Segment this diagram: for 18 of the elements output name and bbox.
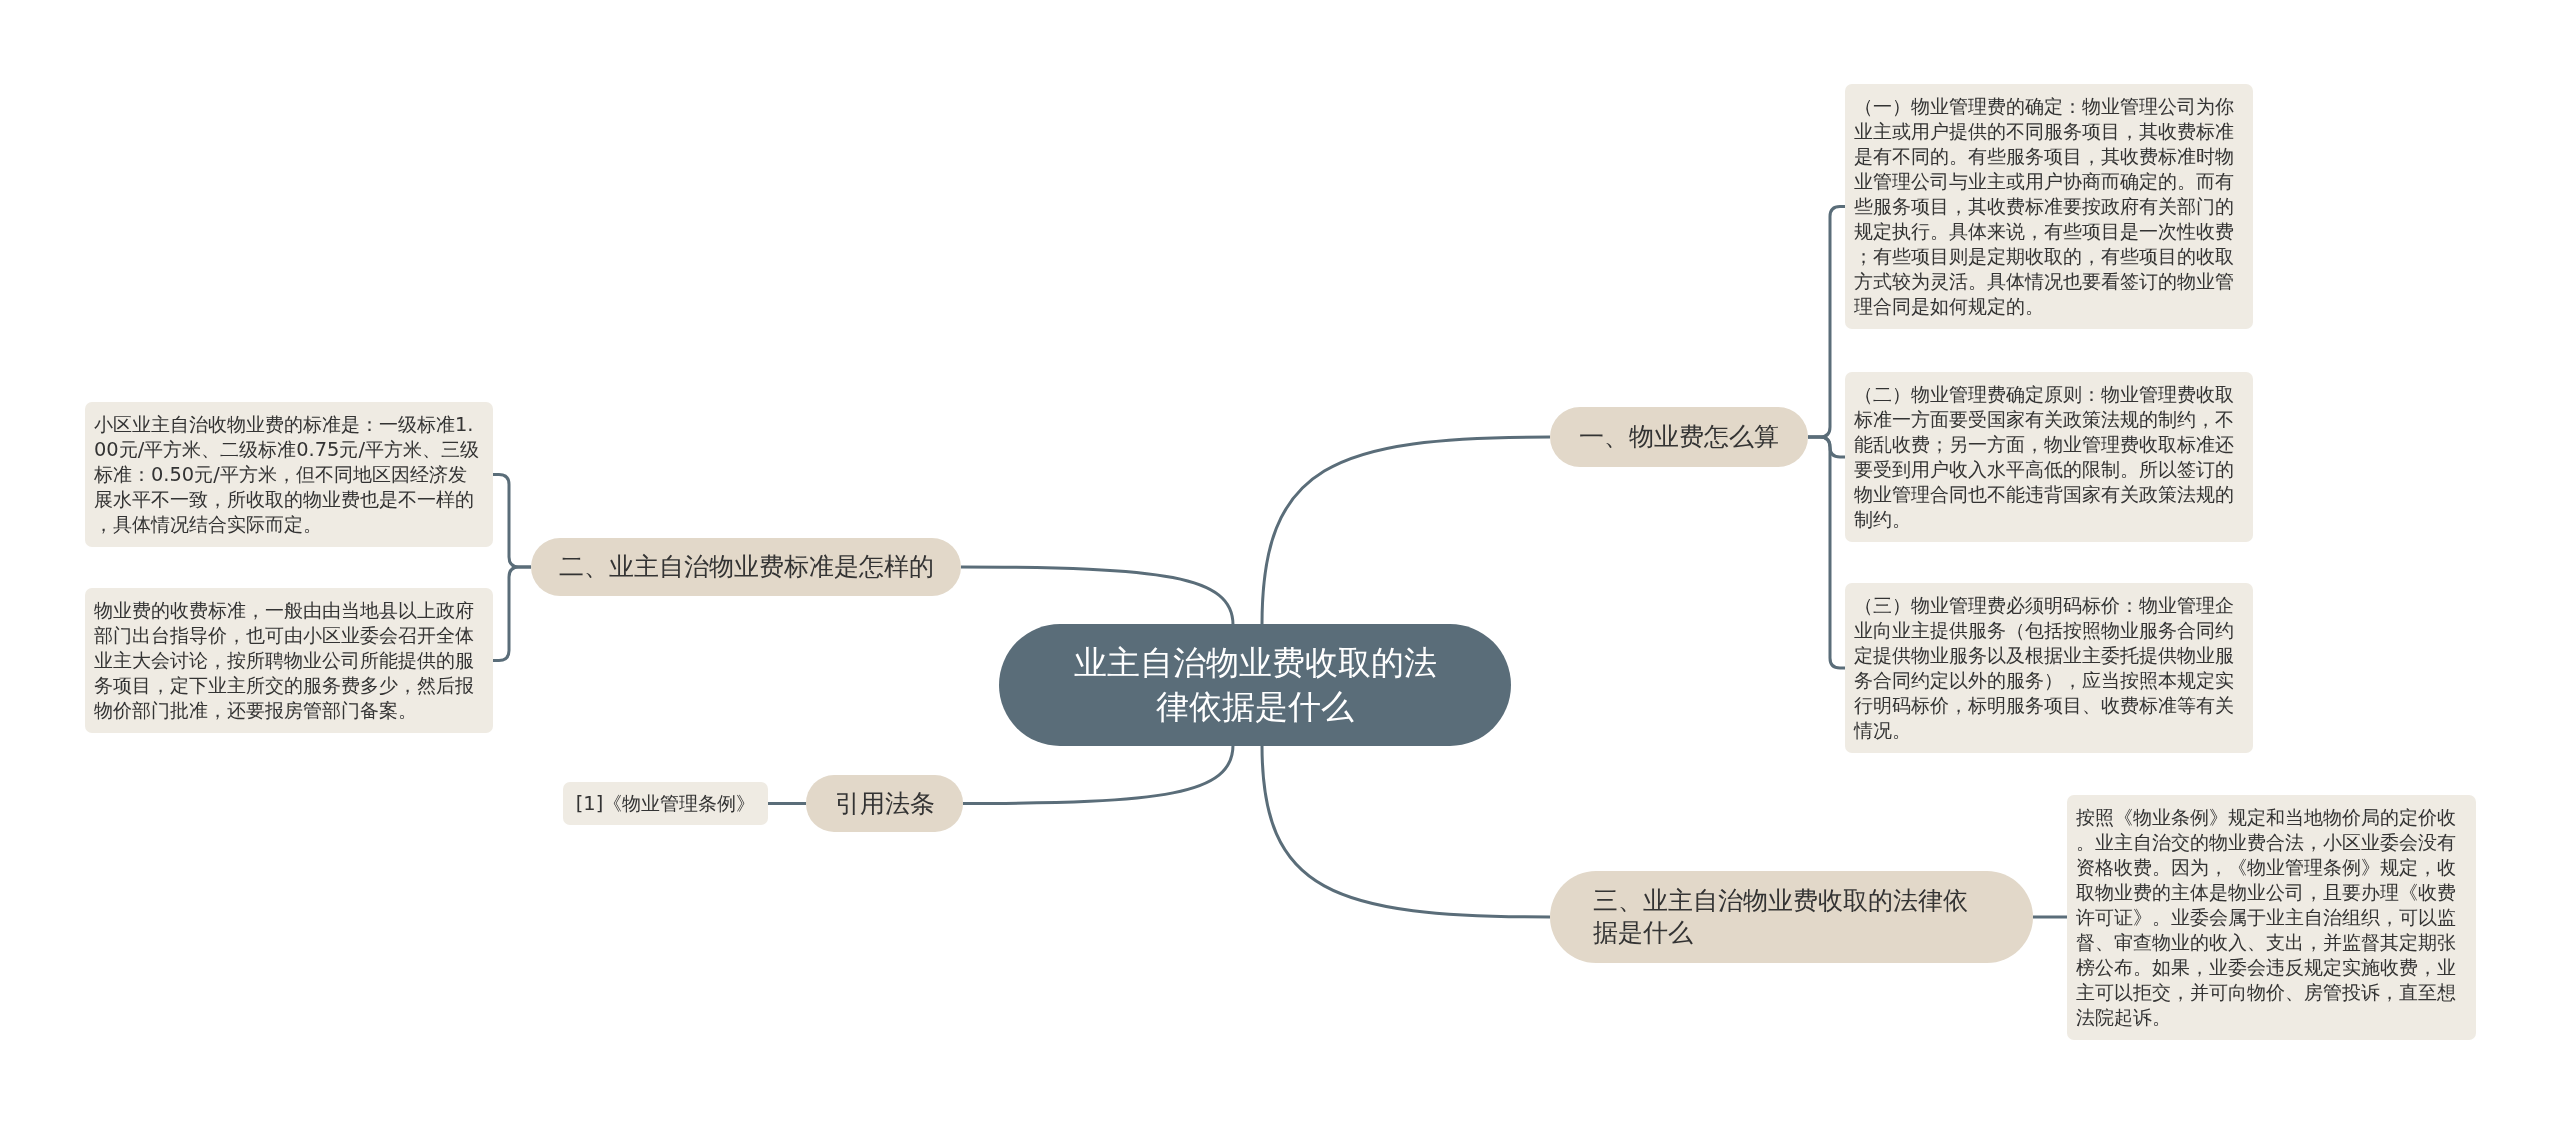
connector <box>1260 435 1550 626</box>
central-topic: 业主自治物业费收取的法律依据是什么 <box>999 624 1511 746</box>
note-box: （三）物业管理费必须明码标价：物业管理企业向业主提供服务（包括按照物业服务合同约定提供物业服务以及根据业主委托提供物业服务合同约定以外的服务），应当按照本规定实行明码标价，标明服务项目、收费标准等有关情况。 <box>1845 583 2253 753</box>
topic-pill: 引用法条 <box>806 775 963 832</box>
topic-pill: 二、业主自治物业费标准是怎样的 <box>531 538 961 596</box>
note-box: 物业费的收费标准，一般由由当地县以上政府部门出台指导价，也可由小区业委会召开全体业主大会讨论，按所聘物业公司所能提供的服务项目，定下业主所交的服务费多少，然后报物价部门批准，还要报房管部门备案。 <box>85 588 493 733</box>
connector <box>768 802 806 805</box>
connector <box>961 565 1235 626</box>
note-box: [1]《物业管理条例》 <box>563 782 768 825</box>
note-box: （二）物业管理费确定原则：物业管理费收取标准一方面要受国家有关政策法规的制约，不能乱收费；另一方面，物业管理费收取标准还要受到用户收入水平高低的限制。所以签订的物业管理合同也不能违背国家有关政策法规的制约。 <box>1845 372 2253 542</box>
note-box: 小区业主自治收物业费的标准是：一级标准1.00元/平方米、二级标准0.75元/平方米、三级标准：0.50元/平方米，但不同地区因经济发展水平不一致，所收取的物业费也是不一样的，具体情况结合实际而定。 <box>85 402 493 547</box>
note-box: 按照《物业条例》规定和当地物价局的定价收。业主自治交的物业费合法，小区业委会没有资格收费。因为，《物业管理条例》规定，收取物业费的主体是物业公司，且要办理《收费许可证》。业委会属于业主自治组织，可以监督、审查物业的收入、支出，并监督其定期张榜公布。如果，业委会违反规定实施收费，业主可以拒交，并可向物价、房管投诉，直至想法院起诉。 <box>2067 795 2476 1040</box>
connector <box>963 744 1235 805</box>
topic-pill: 三、业主自治物业费收取的法律依据是什么 <box>1550 871 2033 963</box>
connector <box>1260 744 1550 919</box>
note-box: （一）物业管理费的确定：物业管理公司为你业主或用户提供的不同服务项目，其收费标准是有不同的。有些服务项目，其收费标准时物业管理公司与业主或用户协商而确定的。而有些服务项目，其收费标准要按政府有关部门的规定执行。具体来说，有些项目是一次性收费；有些项目则是定期收取的，有些项目的收取方式较为灵活。具体情况也要看签订的物业管理合同是如何规定的。 <box>1845 84 2253 329</box>
topic-pill: 一、物业费怎么算 <box>1550 407 1808 467</box>
connector <box>493 565 531 662</box>
